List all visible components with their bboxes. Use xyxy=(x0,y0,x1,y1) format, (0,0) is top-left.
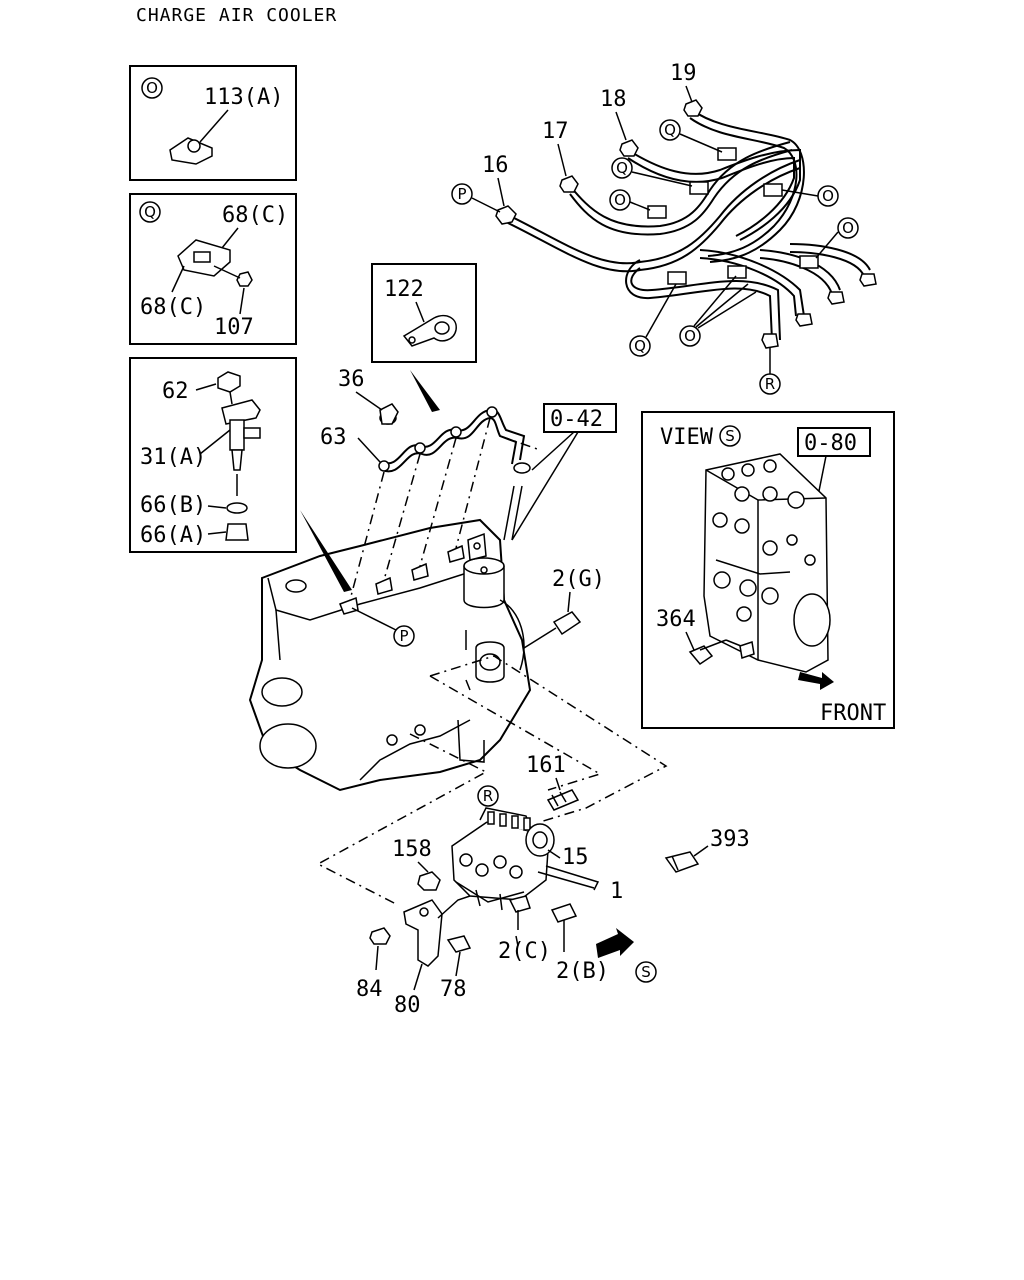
engine-block xyxy=(248,518,532,792)
label-66b: 66(B) xyxy=(140,493,206,518)
injection-pump xyxy=(451,807,555,911)
inset-injector: 62 31(A) 66(B) 66(A) xyxy=(129,357,297,553)
label-364: 364 xyxy=(656,607,696,632)
inset-view-s: VIEW S 0-80 FRONT 364 xyxy=(641,411,895,729)
leak-off-pipe xyxy=(378,403,531,541)
label-66a: 66(A) xyxy=(140,523,206,548)
front-arrow xyxy=(798,672,834,690)
label-1: 1 xyxy=(610,879,623,904)
label-31a: 31(A) xyxy=(140,445,206,470)
inset-clamp-q: Q 68(C) 68(C) 107 xyxy=(129,193,297,345)
pump-bracket xyxy=(369,895,472,967)
inset-clip-122: 122 xyxy=(371,263,477,363)
label-15: 15 xyxy=(562,845,589,870)
label-68c-top: 68(C) xyxy=(222,203,288,228)
label-158: 158 xyxy=(392,837,432,862)
view-label: VIEW xyxy=(660,425,714,450)
label-122: 122 xyxy=(384,277,424,302)
label-2g: 2(G) xyxy=(552,567,605,592)
callout-o-pipe-4: O xyxy=(684,327,696,345)
label-17: 17 xyxy=(542,119,569,144)
label-68c-bottom: 68(C) xyxy=(140,295,206,320)
injection-pipes xyxy=(495,99,877,349)
ref-0-80: 0-80 xyxy=(804,431,857,456)
callout-o-pipe-2: O xyxy=(822,187,834,205)
view-arrow-s xyxy=(596,928,634,958)
callout-r-pump: R xyxy=(483,787,493,805)
label-front: FRONT xyxy=(820,701,886,726)
label-78: 78 xyxy=(440,977,467,1002)
label-62: 62 xyxy=(162,379,189,404)
label-161: 161 xyxy=(526,753,566,778)
label-84: 84 xyxy=(356,977,383,1002)
label-113a: 113(A) xyxy=(204,85,283,110)
callout-r-pipe: R xyxy=(765,375,775,393)
pointer-injector xyxy=(300,510,352,592)
callout-q-pipe-3: Q xyxy=(634,337,646,355)
label-36: 36 xyxy=(338,367,365,392)
callout-q-pipe-2: Q xyxy=(616,159,628,177)
pointer-122 xyxy=(410,370,440,412)
label-393: 393 xyxy=(710,827,750,852)
callout-q: Q xyxy=(144,203,156,221)
label-16: 16 xyxy=(482,153,509,178)
callout-s-arrow: S xyxy=(641,963,651,981)
label-2c: 2(C) xyxy=(498,939,551,964)
ref-0-42: 0-42 xyxy=(550,407,603,432)
label-19: 19 xyxy=(670,61,697,86)
callout-s-view: S xyxy=(725,427,735,445)
label-18: 18 xyxy=(600,87,627,112)
label-80: 80 xyxy=(394,993,421,1018)
inset-clamp-o: O 113(A) xyxy=(129,65,297,181)
callout-o-pipe-3: O xyxy=(842,219,854,237)
callout-p-engine: P xyxy=(399,627,408,645)
label-2b: 2(B) xyxy=(556,959,609,984)
callout-p-pipe: P xyxy=(457,185,466,203)
label-63: 63 xyxy=(320,425,347,450)
callout-q-pipe-1: Q xyxy=(664,121,676,139)
callout-o: O xyxy=(146,79,158,97)
callout-o-pipe-1: O xyxy=(614,191,626,209)
label-107: 107 xyxy=(214,315,254,340)
diagram-title: CHARGE AIR COOLER xyxy=(136,5,337,26)
